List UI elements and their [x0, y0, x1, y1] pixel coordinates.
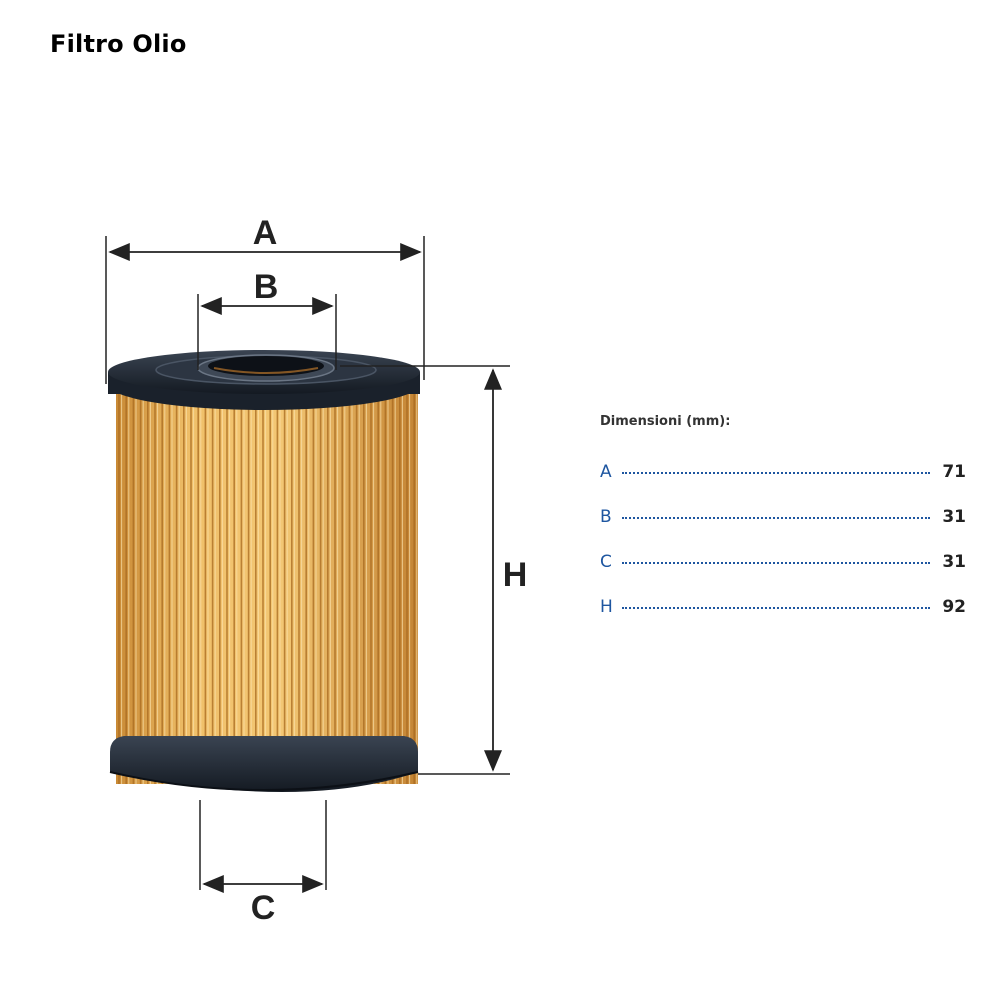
spec-value: 71 — [942, 462, 966, 482]
dimension-c: C — [199, 800, 327, 927]
filter-pleats — [118, 392, 418, 784]
spec-label: A — [600, 462, 612, 482]
spec-label: B — [600, 507, 612, 527]
spec-value: 92 — [942, 597, 966, 617]
spec-row-b: B 31 — [600, 507, 966, 552]
spec-value: 31 — [942, 507, 966, 527]
spec-label: C — [600, 552, 612, 572]
dimension-b: B — [197, 268, 337, 370]
filter-bottom-cap — [109, 736, 419, 792]
dotted-leader — [622, 562, 930, 564]
dimension-h: H — [340, 365, 528, 775]
filter-pleated-body — [116, 392, 418, 784]
spec-row-c: C 31 — [600, 552, 966, 597]
dotted-leader — [622, 517, 930, 519]
spec-row-h: H 92 — [600, 597, 966, 642]
dimension-a-label: A — [253, 214, 278, 252]
dimension-a: A — [105, 214, 425, 384]
page-title: Filtro Olio — [50, 30, 187, 58]
spec-row-a: A 71 — [600, 462, 966, 507]
dimensions-panel: Dimensioni (mm): A 71 B 31 C 31 H 92 — [600, 414, 966, 642]
spec-label: H — [600, 597, 613, 617]
dimension-b-label: B — [254, 268, 279, 306]
dimension-h-label: H — [503, 556, 528, 594]
dimension-c-label: C — [251, 889, 276, 927]
dotted-leader — [622, 607, 930, 609]
dimensions-heading: Dimensioni (mm): — [600, 414, 731, 429]
dotted-leader — [622, 472, 930, 474]
filter-top-cap — [108, 350, 420, 410]
spec-value: 31 — [942, 552, 966, 572]
